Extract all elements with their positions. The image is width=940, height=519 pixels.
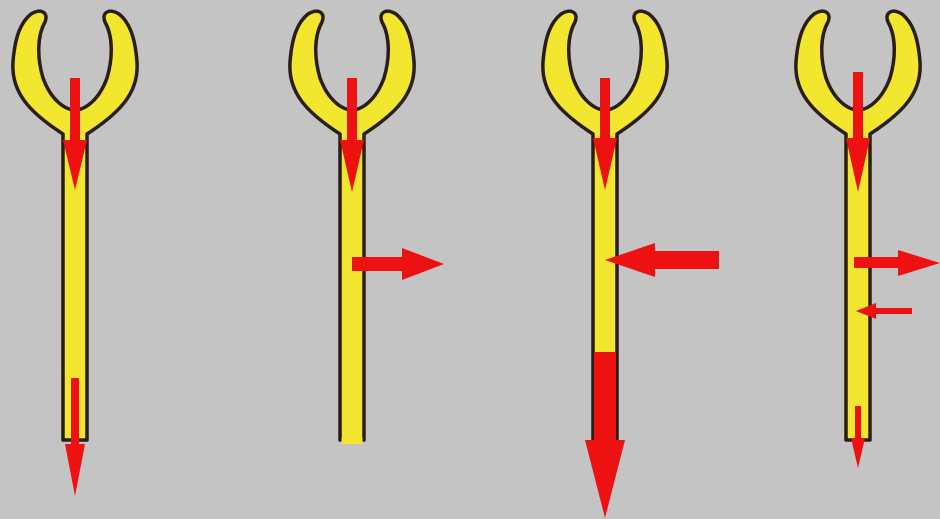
open-tubule-end [342, 438, 363, 444]
